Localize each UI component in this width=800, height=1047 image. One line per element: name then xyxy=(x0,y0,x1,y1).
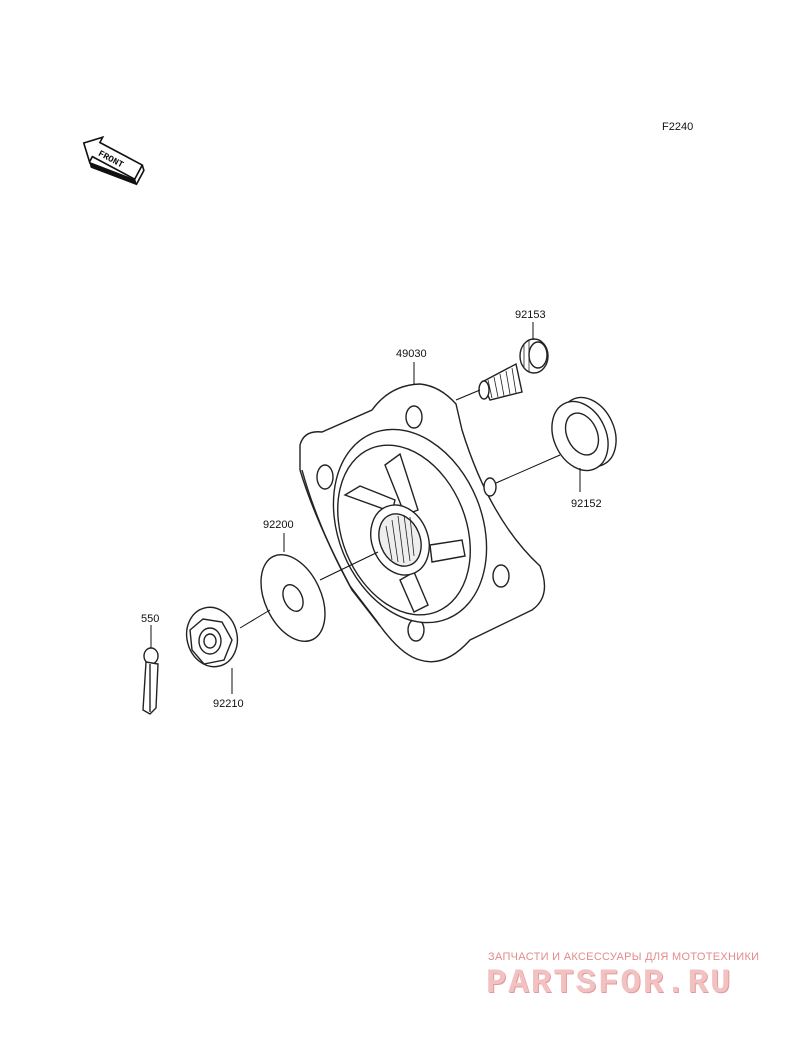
leader-lines xyxy=(150,322,581,694)
label-92153: 92153 xyxy=(515,309,546,321)
label-550: 550 xyxy=(141,613,159,625)
front-arrow-icon: FRONT xyxy=(82,135,145,186)
stud-bolt-part xyxy=(478,338,549,401)
cotter-pin-part xyxy=(142,647,159,715)
label-92200: 92200 xyxy=(263,519,294,531)
label-92210: 92210 xyxy=(213,698,244,710)
label-49030: 49030 xyxy=(396,348,427,360)
oil-seal-part xyxy=(551,396,617,472)
hub-part xyxy=(299,383,546,663)
label-92152: 92152 xyxy=(571,498,602,510)
washer-part xyxy=(260,553,326,643)
castle-nut-part xyxy=(185,606,239,668)
watermark-brand: PARTSFOR.RU xyxy=(486,965,733,1003)
figure-code: F2240 xyxy=(662,121,693,133)
watermark-tagline: ЗАПЧАСТИ И АКСЕССУАРЫ ДЛЯ МОТОТЕХНИКИ xyxy=(488,951,760,963)
